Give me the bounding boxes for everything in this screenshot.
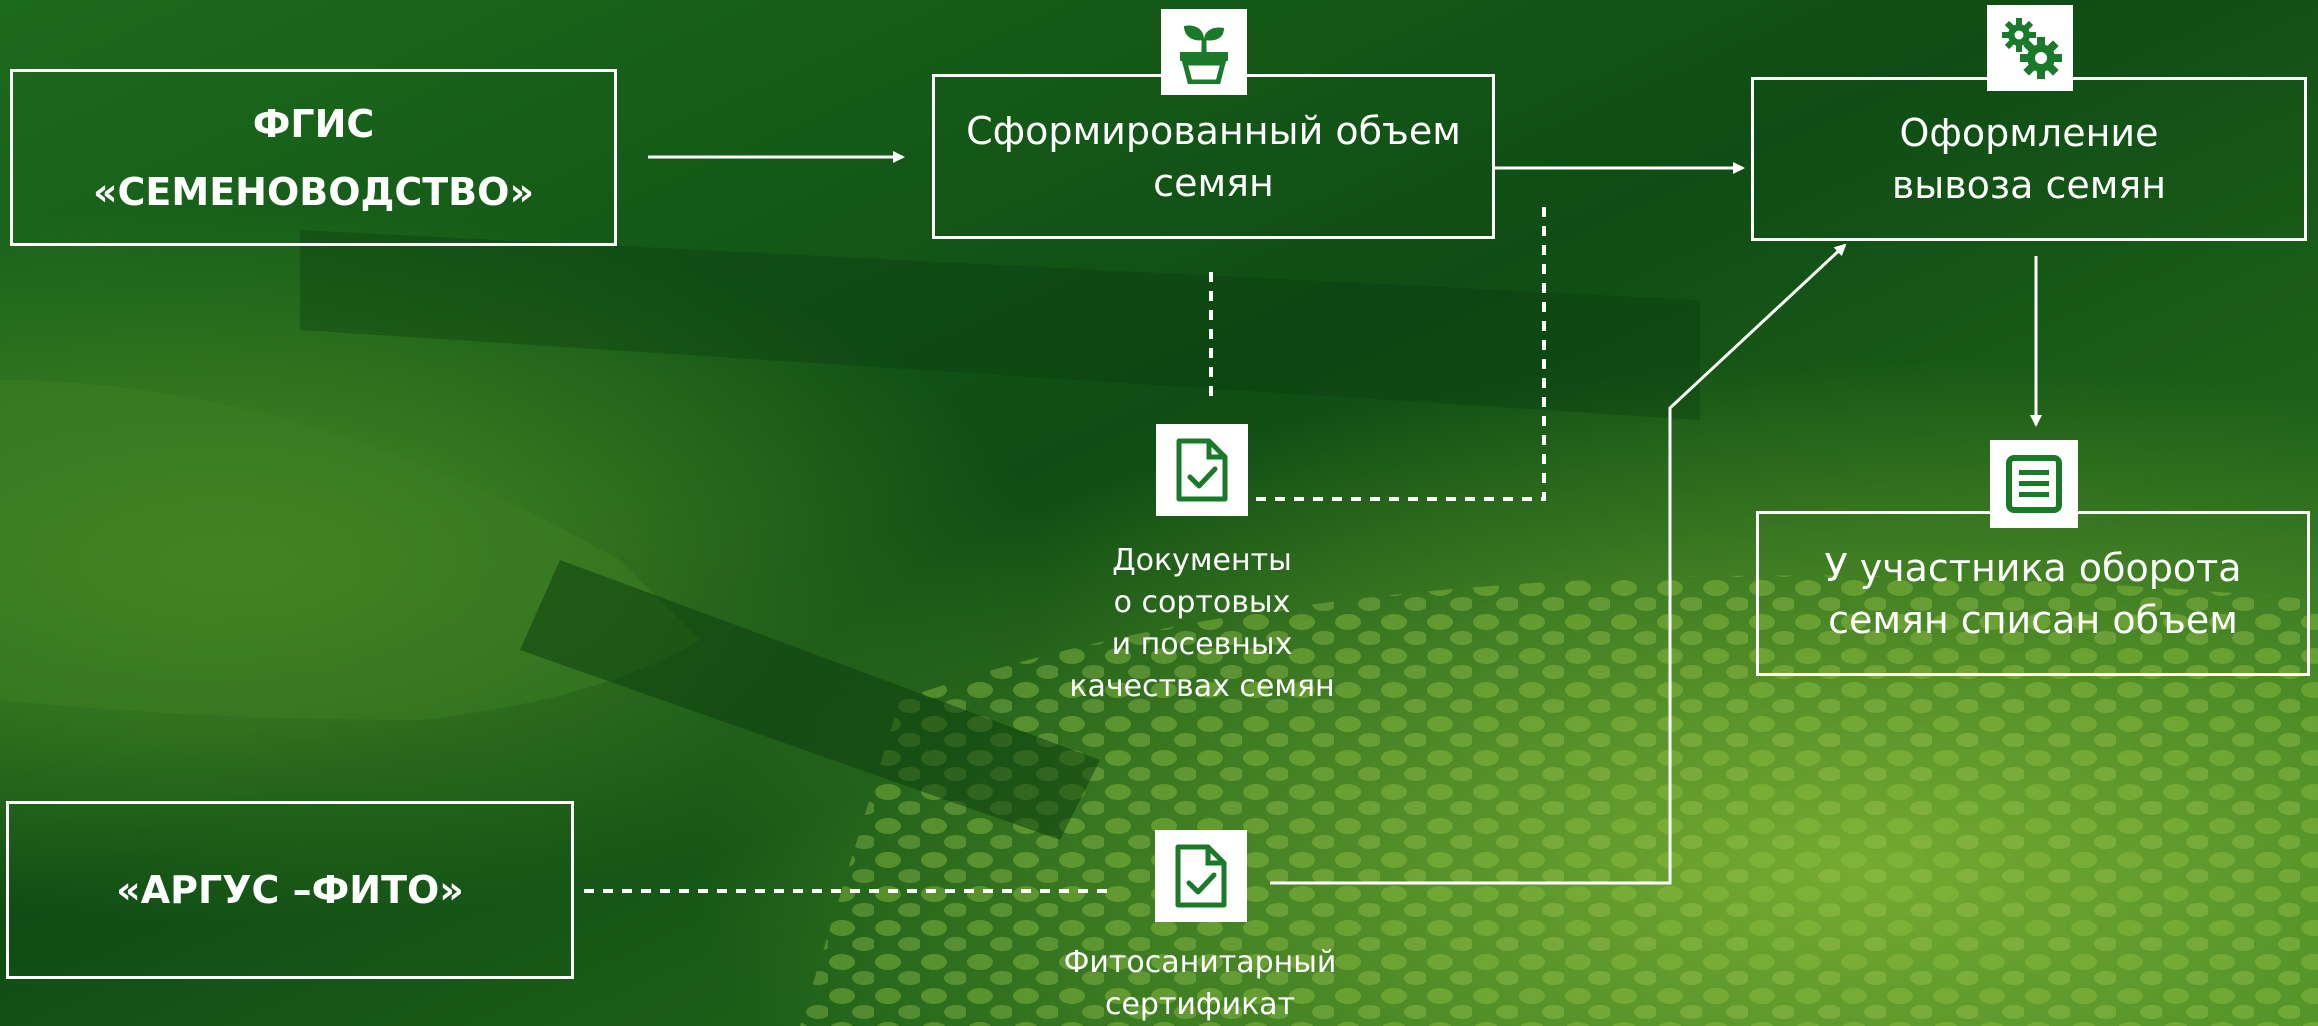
argus-box: «АРГУС –ФИТО»	[6, 801, 574, 979]
gears-tile	[1987, 5, 2073, 91]
document-check-icon	[1176, 438, 1228, 502]
formed-line2: семян	[1153, 160, 1274, 205]
document-check-icon	[1175, 844, 1227, 908]
docs-caption-line: о сортовых	[1113, 585, 1291, 620]
phyto-tile	[1155, 830, 1247, 922]
plant-pot-icon	[1180, 25, 1228, 84]
plant-pot-tile	[1161, 9, 1247, 95]
fgis-box: ФГИС «СЕМЕНОВОДСТВО»	[10, 69, 617, 246]
dashed-docs-to-formed	[1256, 206, 1546, 501]
docs-caption-line: и посевных	[1111, 627, 1293, 662]
docs-tile	[1156, 424, 1248, 516]
document-lines-icon	[2006, 455, 2062, 513]
writeoff-tile	[1990, 440, 2078, 528]
phyto-caption-line: Фитосанитарный	[1063, 945, 1337, 980]
export-box: Оформление вывоза семян	[1751, 77, 2307, 241]
docs-caption-line: качествах семян	[1069, 669, 1335, 704]
gears-icon	[2002, 18, 2062, 79]
export-line2: вывоза семян	[1891, 163, 2167, 207]
arrow-phyto-to-export	[1270, 243, 1847, 885]
formed-seeds-box: Сформированный объем семян	[932, 74, 1495, 239]
docs-caption: Документы о сортовых и посевных качества…	[1040, 540, 1364, 708]
fgis-line1: ФГИС	[252, 101, 375, 146]
phyto-caption: Фитосанитарный сертификат	[1030, 942, 1370, 1026]
phyto-caption-line: сертификат	[1104, 987, 1296, 1022]
docs-caption-line: Документы	[1112, 543, 1292, 578]
writeoff-box: У участника оборота семян списан объем	[1756, 511, 2310, 676]
fgis-line2: «СЕМЕНОВОДСТВО»	[92, 169, 534, 214]
formed-line1: Сформированный объем	[966, 108, 1461, 153]
writeoff-line2: семян списан объем	[1828, 597, 2238, 642]
export-line1: Оформление	[1899, 111, 2159, 155]
writeoff-line1: У участника оборота	[1824, 545, 2242, 590]
argus-label: «АРГУС –ФИТО»	[116, 868, 464, 912]
